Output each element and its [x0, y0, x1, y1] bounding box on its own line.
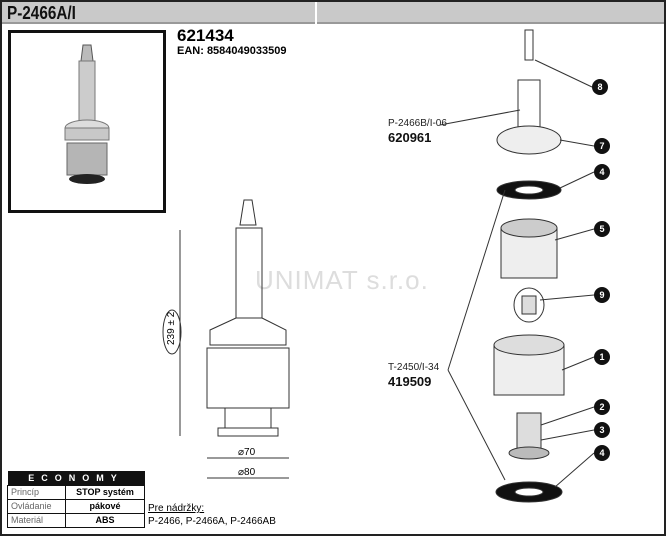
header-bar: P-2466A/I	[2, 2, 664, 24]
valve-photo-image	[64, 44, 110, 184]
product-title: P-2466A/I	[7, 3, 76, 23]
diameter-70: ⌀70	[238, 447, 256, 458]
callout-number: 8	[592, 79, 608, 95]
tanks-label: Pre nádržky:	[148, 503, 205, 514]
spec-key: Princíp	[7, 484, 66, 500]
spec-key: Materiál	[7, 512, 66, 528]
spec-key: Ovládanie	[7, 498, 66, 514]
callout-number: 5	[594, 221, 610, 237]
callout-number: 9	[594, 287, 610, 303]
watermark: UNIMAT s.r.o.	[255, 265, 429, 295]
height-dimension: 239 ± 2	[166, 311, 177, 345]
part-label: T-2450/I-34	[388, 362, 440, 373]
part-code: 620961	[388, 130, 432, 145]
callout-number: 4	[594, 445, 610, 461]
part-code: 419509	[388, 374, 432, 389]
callout-number: 4	[594, 164, 610, 180]
product-code: 621434	[177, 26, 234, 45]
callout-number: 7	[594, 138, 610, 154]
part-label: P-2466B/I-06	[388, 118, 447, 129]
tanks-list: P-2466, P-2466A, P-2466AB	[148, 516, 276, 527]
spec-value: pákové	[65, 498, 145, 514]
spec-value: ABS	[65, 512, 145, 528]
callout-number: 3	[594, 422, 610, 438]
callout-number: 2	[594, 399, 610, 415]
callout-number: 1	[594, 349, 610, 365]
spec-value: STOP systém	[65, 484, 145, 500]
spec-table-title: ECONOMY	[7, 471, 145, 485]
product-photo	[8, 30, 166, 213]
ean-code: EAN: 8584049033509	[177, 45, 287, 57]
diameter-80: ⌀80	[238, 467, 256, 478]
header-divider	[315, 2, 317, 24]
